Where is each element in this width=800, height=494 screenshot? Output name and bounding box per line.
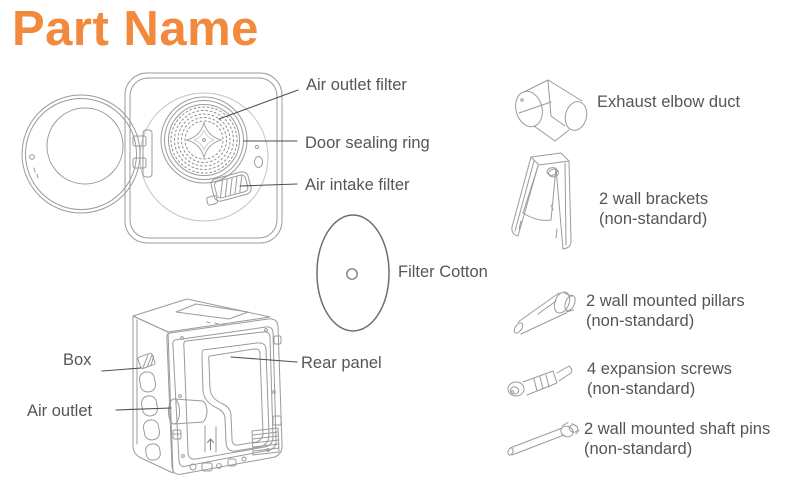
page-title: Part Name (12, 2, 259, 56)
exhaust-elbow-duct-label: Exhaust elbow duct (597, 92, 740, 112)
wall-brackets-icon (511, 152, 572, 250)
accessory-note: (non-standard) (599, 210, 708, 228)
side-vent-slots (137, 352, 161, 461)
air-intake-filter-label: Air intake filter (305, 176, 410, 194)
up-arrow (207, 438, 214, 451)
accessory-name: 4 expansion screws (587, 360, 732, 378)
accessory-name: Exhaust elbow duct (597, 93, 741, 111)
filter-cotton-label: Filter Cotton (398, 263, 488, 281)
air-outlet-filter (168, 104, 240, 176)
dryer-door (21, 94, 141, 214)
accessory-name: 2 wall brackets (599, 190, 709, 208)
wall-brackets-label: 2 wall brackets (non-standard) (599, 189, 708, 229)
dryer-front-drawing (21, 72, 283, 244)
air-outlet-label: Air outlet (27, 402, 93, 420)
filter-cotton-drawing (316, 214, 390, 332)
air-outlet-duct (168, 398, 208, 425)
door-sealing-ring-label: Door sealing ring (305, 134, 430, 152)
box-rear-drawing (132, 298, 283, 475)
exhaust-elbow-duct-icon (515, 79, 588, 142)
leader-lines (101, 89, 299, 411)
door-hinge (132, 129, 153, 178)
expansion-screws-label: 4 expansion screws (non-standard) (587, 359, 732, 399)
shaft-pins-label: 2 wall mounted shaft pins (non-standard) (584, 419, 770, 459)
box-label: Box (63, 351, 92, 369)
accessory-name: 2 wall mounted pillars (586, 292, 745, 310)
wall-pillars-label: 2 wall mounted pillars (non-standard) (586, 291, 745, 331)
air-outlet-filter-label: Air outlet filter (306, 76, 407, 94)
accessory-note: (non-standard) (586, 312, 695, 330)
shaft-pins-icon (507, 422, 580, 456)
expansion-screws-icon (507, 365, 573, 397)
door-sealing-ring (160, 96, 248, 184)
accessory-note: (non-standard) (584, 440, 693, 458)
accessory-name: 2 wall mounted shaft pins (584, 420, 771, 438)
rear-vent-grille (251, 427, 280, 456)
accessory-note: (non-standard) (587, 380, 696, 398)
rear-panel-plate (201, 342, 270, 452)
rear-panel-label: Rear panel (301, 354, 382, 372)
air-intake-filter (206, 171, 252, 206)
wall-pillars-icon (513, 291, 576, 335)
